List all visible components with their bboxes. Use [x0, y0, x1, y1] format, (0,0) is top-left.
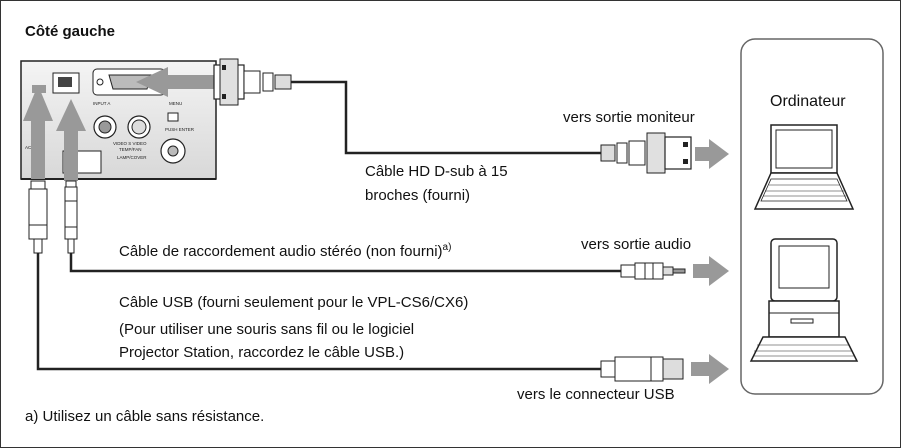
arrow-to-audio-out	[693, 256, 729, 286]
vga-plug-projector	[213, 58, 292, 106]
arrow-to-usb-connector	[691, 354, 729, 384]
audio-cable-note-mark: a)	[442, 242, 452, 253]
usb-plug-computer	[600, 356, 684, 382]
audio-insert-arrow	[56, 99, 86, 181]
panel-label-input-a: INPUT A	[93, 101, 110, 106]
panel-label-menu: MENU	[169, 101, 182, 106]
usb-plug-projector	[28, 180, 48, 254]
label-usb-note-line2: Projector Station, raccordez le câble US…	[119, 344, 405, 361]
desktop-illustration	[749, 238, 859, 362]
label-monitor-out: vers sortie moniteur	[563, 109, 695, 126]
usb-cable-line	[36, 253, 601, 371]
arrow-to-monitor-out	[695, 139, 729, 169]
vga-plug-computer	[600, 132, 692, 174]
computer-label: Ordinateur	[770, 93, 846, 110]
label-usb-cable: Câble USB (fourni seulement pour le VPL-…	[119, 294, 469, 311]
label-usb-connector: vers le connecteur USB	[517, 386, 675, 403]
audio-plug-computer	[620, 262, 686, 280]
label-hd-cable-line1: Câble HD D-sub à 15	[365, 163, 508, 180]
label-hd-cable-line2: broches (fourni)	[365, 187, 471, 204]
usb-insert-arrow	[23, 85, 53, 179]
audio-cable-line	[69, 253, 621, 273]
panel-label-temp: TEMP/FAN	[119, 147, 142, 152]
vga-insert-arrow	[136, 67, 214, 97]
hd-cable-line	[291, 80, 601, 155]
panel-label-lamp: LAMP/COVER	[117, 155, 147, 160]
audio-cable-text: Câble de raccordement audio stéréo (non …	[119, 243, 443, 260]
label-audio-cable: Câble de raccordement audio stéréo (non …	[119, 243, 451, 261]
section-title: Côté gauche	[25, 23, 116, 40]
footnote: a) Utilisez un câble sans résistance.	[25, 408, 265, 425]
label-audio-out: vers sortie audio	[581, 236, 692, 253]
panel-label-video: VIDEO S VIDEO	[113, 141, 147, 146]
audio-plug-projector	[64, 180, 78, 254]
label-usb-note-line1: (Pour utiliser une souris sans fil ou le…	[119, 321, 415, 338]
panel-label-push-enter: PUSH ENTER	[165, 127, 195, 132]
laptop-illustration	[753, 124, 855, 210]
